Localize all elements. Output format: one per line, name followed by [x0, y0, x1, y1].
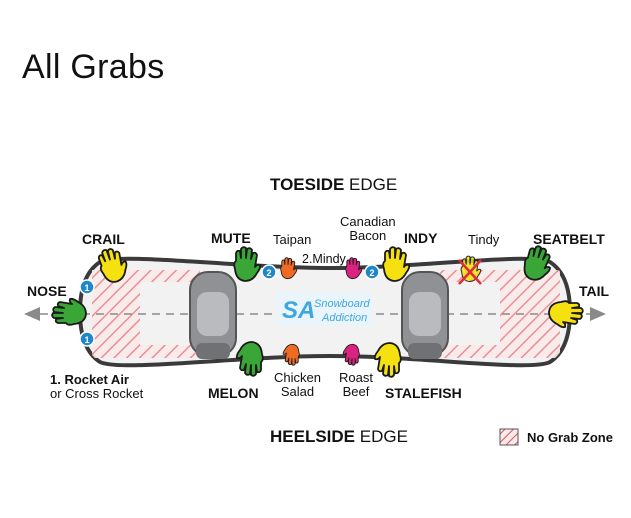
- heelside-edge-label: HEELSIDE EDGE: [270, 428, 408, 446]
- svg-text:1: 1: [84, 335, 89, 345]
- svg-text:1: 1: [84, 283, 89, 293]
- arrow-right-icon: [590, 307, 606, 321]
- number-marker-icon: 2: [364, 264, 380, 280]
- no-grab-zone: [92, 270, 200, 358]
- page-title: All Grabs: [22, 48, 165, 86]
- grab-label-roast-beef: Roast Beef: [339, 371, 373, 398]
- number-marker-icon: 1: [79, 331, 95, 347]
- rocket-air-line1: 1. Rocket Air: [50, 372, 129, 387]
- canadian-bacon-line1: Canadian: [340, 214, 396, 229]
- logo: SA Snowboard Addiction: [276, 292, 372, 326]
- chicken-salad-line2: Salad: [280, 383, 315, 399]
- heelside-edge-rest: EDGE: [355, 427, 408, 446]
- grab-label-tindy: Tindy: [468, 232, 500, 247]
- no-grab-zone: [440, 270, 560, 358]
- melon-hand-icon: [235, 341, 264, 377]
- canadian-bacon-line2: Bacon: [349, 227, 387, 243]
- number-marker-icon: 2: [261, 264, 277, 280]
- no-grab-cross-icon: [458, 259, 482, 285]
- grab-label-stalefish: STALEFISH: [385, 385, 462, 401]
- toeside-edge-rest: EDGE: [344, 175, 398, 194]
- chicken-salad-line1: Chicken: [274, 370, 321, 385]
- arrow-left-icon: [24, 307, 40, 321]
- svg-text:Addiction: Addiction: [321, 312, 367, 324]
- grab-label-crail: CRAIL: [82, 231, 125, 247]
- svg-text:2: 2: [266, 268, 271, 278]
- roast-beef-line1: Roast: [339, 370, 373, 385]
- toeside-edge-label: TOESIDE EDGE: [270, 176, 397, 194]
- roast-beef-line2: Beef: [342, 383, 370, 399]
- tail-hand-icon: [548, 300, 584, 329]
- stalefish-hand-icon: [373, 342, 402, 378]
- svg-text:Snowboard: Snowboard: [314, 298, 371, 310]
- legend-no-grab-zone: No Grab Zone: [527, 430, 613, 445]
- grab-label-chicken-salad: Chicken Salad: [274, 371, 321, 398]
- grab-label-seatbelt: SEATBELT: [533, 231, 605, 247]
- back-binding: [401, 271, 449, 359]
- svg-text:2: 2: [369, 268, 374, 278]
- grab-label-canadian-bacon: Canadian Bacon: [340, 215, 396, 242]
- grab-label-rocket-air: 1. Rocket Air or Cross Rocket: [50, 373, 143, 400]
- mute-hand-icon: [233, 246, 262, 282]
- grab-label-melon: MELON: [208, 385, 259, 401]
- rocket-air-line2: or Cross Rocket: [50, 385, 144, 401]
- indy-hand-icon: [382, 246, 411, 282]
- grab-label-mute: MUTE: [211, 230, 251, 246]
- heelside-edge-bold: HEELSIDE: [270, 427, 356, 446]
- grab-label-taipan: Taipan: [273, 232, 312, 247]
- hatch-swatch-icon: [499, 428, 519, 446]
- svg-text:SA: SA: [282, 297, 315, 324]
- toeside-edge-bold: TOESIDE: [270, 175, 345, 194]
- front-binding: [189, 271, 237, 359]
- grab-label-mindy: 2.Mindy: [302, 252, 346, 266]
- grab-label-indy: INDY: [404, 230, 438, 246]
- number-marker-icon: 1: [79, 279, 95, 295]
- nose-label: NOSE: [27, 283, 67, 299]
- nose-hand-icon: [51, 297, 87, 326]
- tail-label: TAIL: [579, 283, 610, 299]
